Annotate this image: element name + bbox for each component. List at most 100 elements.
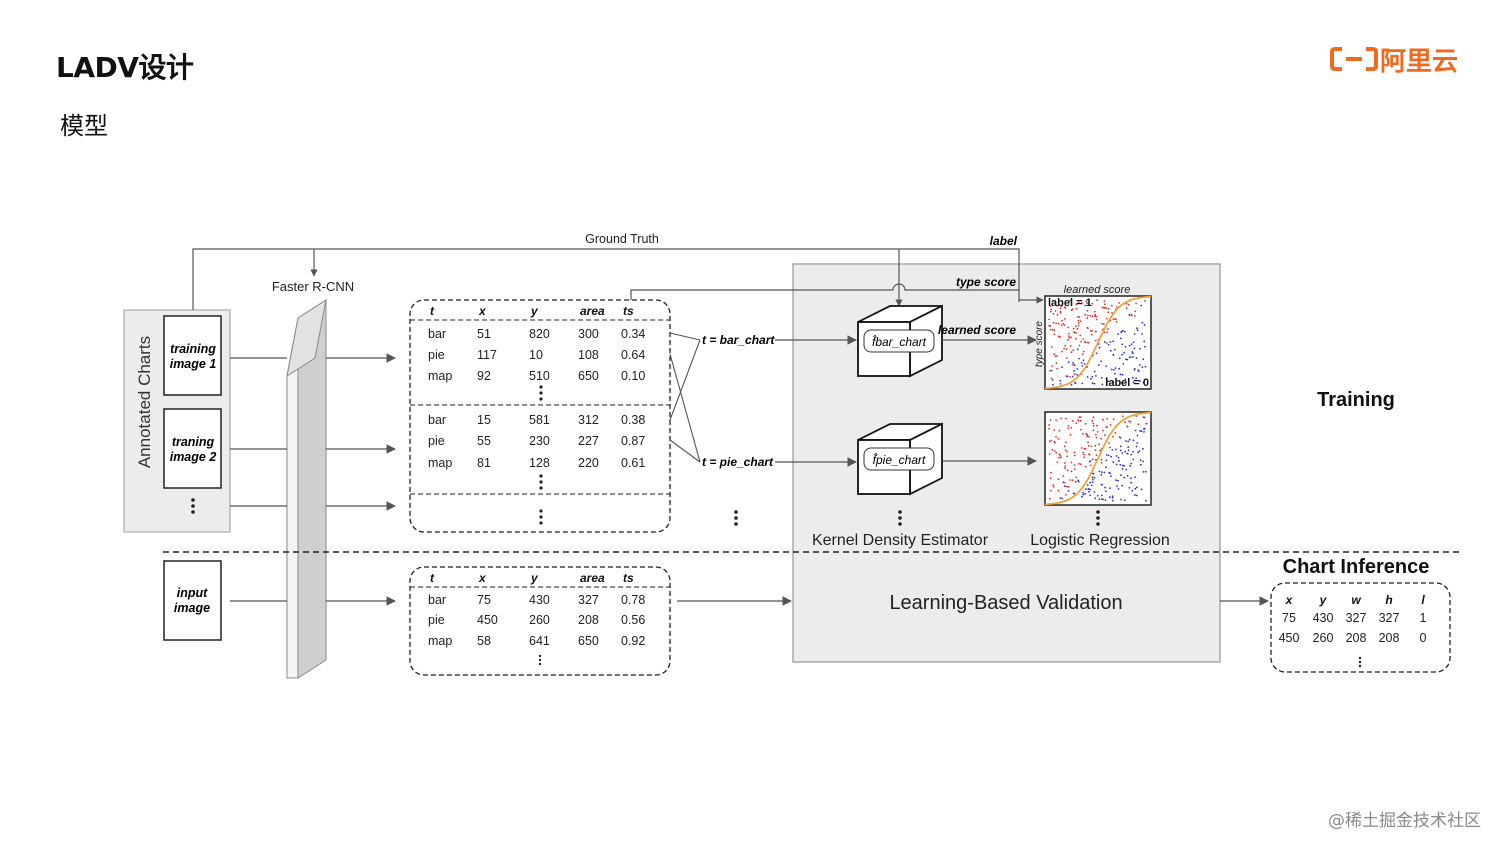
scatter-point [1117, 333, 1120, 335]
scatter-point [1135, 357, 1138, 359]
scatter-point [1107, 311, 1110, 314]
ellipsis-train-2 [539, 474, 543, 490]
scatter-point [1094, 497, 1097, 500]
scatter-point [1069, 376, 1072, 378]
scatter-point [1089, 460, 1092, 462]
scatter-point [1131, 351, 1134, 353]
scatter-point [1073, 454, 1076, 457]
train_table_1-cell: map [428, 369, 452, 383]
train_table_2-cell: 15 [477, 413, 491, 427]
scatter-point [1143, 431, 1145, 433]
scatter-point [1142, 448, 1144, 450]
scatter-point [1056, 305, 1059, 307]
scatter-point [1134, 315, 1136, 317]
scatter-point [1092, 429, 1095, 432]
scatter-point [1073, 364, 1076, 367]
scatter-point [1052, 321, 1055, 324]
scatter-point [1135, 445, 1138, 448]
scatter-point [1130, 481, 1132, 484]
scatter-point [1054, 310, 1057, 312]
scatter-point [1093, 476, 1096, 479]
scatter-point [1118, 367, 1121, 370]
scatter-point [1094, 313, 1097, 316]
scatter-point [1093, 491, 1096, 493]
scatter-point [1139, 459, 1142, 462]
scatter-point [1062, 323, 1065, 325]
scatter-point [1118, 459, 1120, 462]
scatter-point [1109, 424, 1112, 426]
scatter-point [1077, 324, 1080, 327]
scatter-point [1092, 416, 1095, 419]
scatter-point [1077, 322, 1080, 324]
type-score-label: type score [956, 275, 1016, 289]
scatter-point [1106, 331, 1108, 334]
scatter-point [1067, 427, 1070, 430]
slide-subtitle: 模型 [60, 112, 108, 140]
scatter-point [1071, 479, 1074, 482]
scatter-point [1092, 424, 1095, 427]
scatter-point [1084, 422, 1087, 425]
train_table_1-cell: 650 [578, 369, 599, 383]
scatter-point [1140, 488, 1143, 491]
scatter-point [1137, 369, 1140, 371]
scatter-point [1135, 377, 1137, 380]
scatter-point [1070, 383, 1073, 386]
scatter-point [1136, 494, 1138, 497]
scatter-point [1143, 324, 1146, 326]
scatter-point [1068, 337, 1071, 339]
ellipsis-train-1 [539, 385, 543, 401]
scatter-point [1050, 369, 1053, 372]
infer-table-cell: 260 [529, 613, 550, 627]
scatter-point [1065, 375, 1068, 377]
scatter-point [1070, 470, 1073, 473]
scatter-point [1064, 467, 1066, 470]
scatter-point [1120, 498, 1122, 501]
scatter-point [1102, 306, 1105, 309]
scatter-point [1130, 462, 1132, 465]
scatter-point [1055, 362, 1058, 365]
scatter-point [1095, 330, 1097, 333]
scatter-point [1132, 356, 1134, 358]
scatter-point [1136, 434, 1139, 437]
scatter-point [1057, 438, 1060, 440]
scatter-point [1096, 299, 1098, 302]
scatter-point [1079, 320, 1082, 322]
scatter-point [1076, 368, 1079, 370]
scatter-point [1120, 474, 1122, 476]
training-image-1-line2: image 1 [170, 357, 217, 371]
scatter-point [1065, 417, 1067, 420]
scatter-point [1100, 473, 1103, 476]
infer-header-1: x [478, 571, 487, 585]
scatter-point [1134, 494, 1136, 496]
scatter-point [1078, 462, 1080, 465]
scatter-point [1063, 324, 1066, 326]
lbv-label: Learning-Based Validation [889, 592, 1122, 614]
scatter-point [1105, 365, 1108, 368]
train_table_2-cell: 227 [578, 434, 599, 448]
scatter-point [1075, 303, 1078, 306]
scatter-point [1091, 375, 1094, 378]
scatter-point [1066, 450, 1068, 453]
scatter-point [1059, 379, 1062, 382]
scatter-point [1111, 449, 1114, 451]
scatter-point [1091, 476, 1094, 479]
scatter-point [1073, 369, 1075, 372]
scatter-point [1104, 434, 1106, 437]
scatter-point [1132, 439, 1135, 442]
scatter-point [1096, 431, 1099, 433]
logreg-label: Logistic Regression [1030, 532, 1170, 549]
scatter-point [1107, 380, 1110, 383]
scatter-point [1110, 455, 1113, 458]
scatter-point [1134, 487, 1137, 490]
train_table_1-cell: 117 [477, 348, 497, 362]
scatter-point [1086, 484, 1089, 487]
scatter-point [1098, 443, 1101, 446]
scatter-point [1114, 372, 1116, 375]
scatter-point [1081, 495, 1083, 498]
scatter-point [1127, 446, 1130, 449]
scatter-point [1050, 489, 1052, 492]
scatter-point [1086, 302, 1089, 304]
scatter-point [1119, 373, 1122, 376]
train-header-1: x [478, 304, 487, 318]
train_table_1-cell: 10 [529, 348, 543, 362]
